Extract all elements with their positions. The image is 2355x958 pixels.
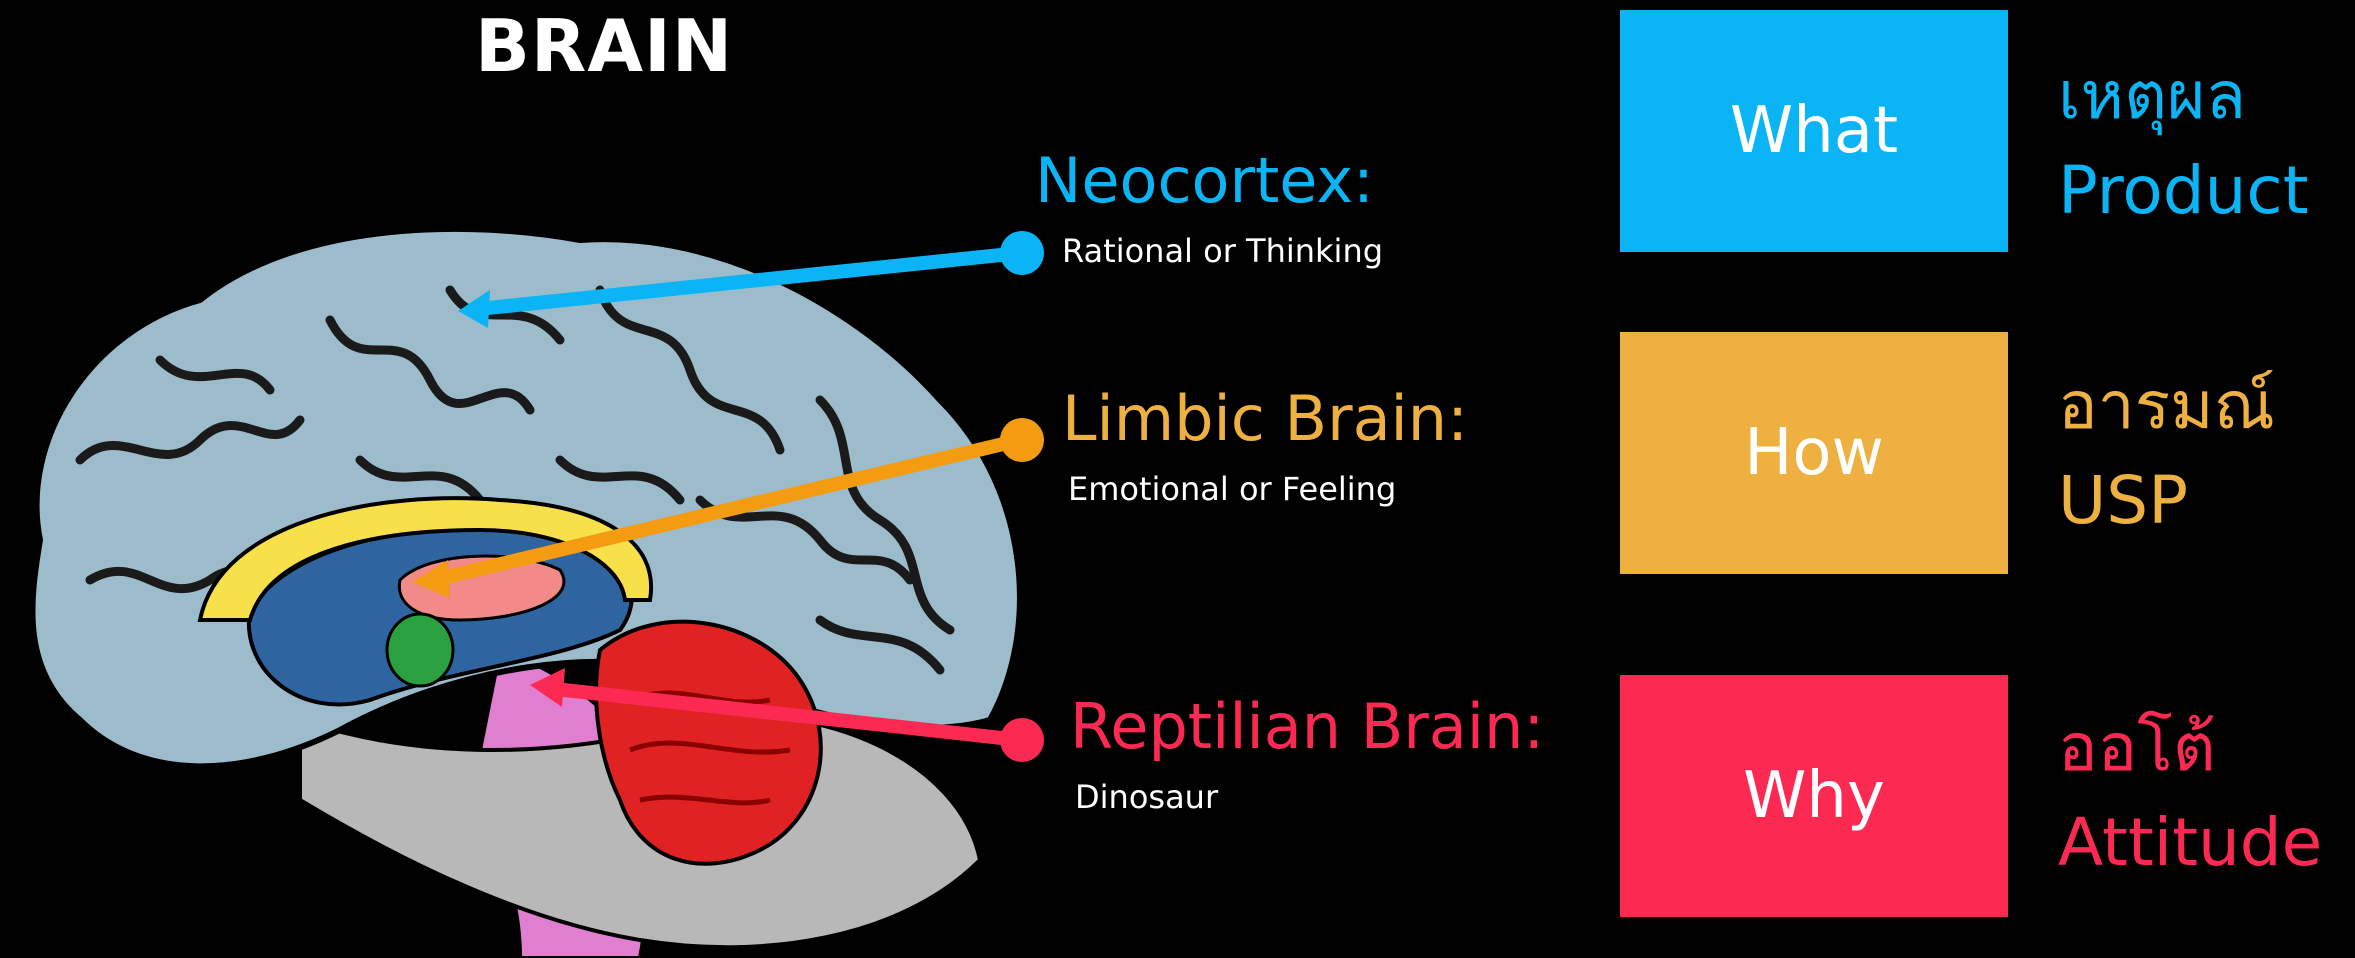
- brain-illustration: [0, 200, 1100, 958]
- what-english-label: Product: [2058, 143, 2309, 238]
- amygdala: [387, 614, 453, 686]
- page-title: BRAIN: [475, 4, 733, 88]
- why-side-labels: ออโต้ Attitude: [2058, 700, 2322, 890]
- why-thai-label: ออโต้: [2058, 700, 2322, 795]
- neocortex-desc: Rational or Thinking: [1062, 232, 1383, 270]
- reptilian-title: Reptilian Brain:: [1070, 690, 1544, 763]
- limbic-desc: Emotional or Feeling: [1068, 470, 1396, 508]
- neocortex-title: Neocortex:: [1035, 144, 1374, 217]
- what-thai-label: เหตุผล: [2058, 48, 2309, 143]
- how-box-label: How: [1744, 416, 1884, 490]
- reptilian-desc: Dinosaur: [1075, 778, 1218, 816]
- why-box: Why: [1620, 675, 2008, 917]
- why-english-label: Attitude: [2058, 795, 2322, 890]
- how-box: How: [1620, 332, 2008, 574]
- what-box-label: What: [1730, 94, 1898, 168]
- how-side-labels: อารมณ์ USP: [2058, 358, 2275, 548]
- how-english-label: USP: [2058, 453, 2275, 548]
- limbic-title: Limbic Brain:: [1062, 382, 1468, 455]
- how-thai-label: อารมณ์: [2058, 358, 2275, 453]
- why-box-label: Why: [1743, 759, 1885, 833]
- what-side-labels: เหตุผล Product: [2058, 48, 2309, 238]
- what-box: What: [1620, 10, 2008, 252]
